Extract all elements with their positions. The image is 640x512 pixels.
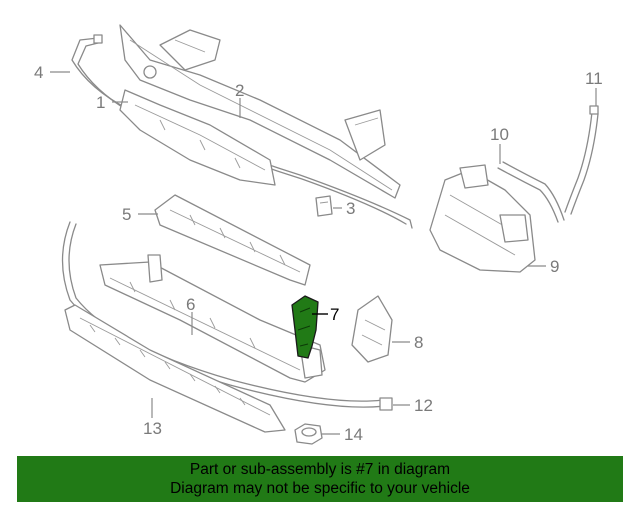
part-3-clip: [315, 195, 333, 217]
part-10-seal: [497, 161, 565, 223]
disclaimer-banner: Part or sub-assembly is #7 in diagram Di…: [17, 456, 623, 502]
part-14-cap: [294, 423, 323, 445]
callout-5: 5: [122, 205, 131, 224]
parts-diagram: 1 2 3 4 5 6 7 8 9 10 11 12 13 14: [34, 24, 603, 445]
part-9-bracket-assembly: [429, 164, 536, 273]
part-2-reinforcement-beam: [119, 24, 401, 199]
callout-9: 9: [550, 257, 559, 276]
callout-3: 3: [346, 199, 355, 218]
callout-11: 11: [585, 69, 603, 88]
callout-14: 14: [344, 425, 363, 444]
part-13-lower-trim: [64, 304, 286, 433]
callout-12: 12: [414, 396, 433, 415]
disclaimer-line-2: Diagram may not be specific to your vehi…: [170, 480, 470, 497]
callout-8: 8: [414, 333, 423, 352]
part-1-energy-absorber: [119, 89, 276, 186]
part-11-bracket-strip: [564, 105, 599, 215]
callout-7: 7: [330, 305, 339, 324]
callout-6: 6: [186, 295, 195, 314]
part-8-bracket: [351, 295, 393, 363]
callout-1: 1: [96, 93, 105, 112]
part-5-lower-deflector: [154, 194, 311, 286]
disclaimer-line-1: Part or sub-assembly is #7 in diagram: [189, 461, 451, 478]
part-7-highlighted-bracket: [291, 295, 319, 359]
callout-13: 13: [143, 419, 162, 438]
callout-4: 4: [34, 63, 43, 82]
callout-2: 2: [235, 81, 244, 100]
callout-10: 10: [490, 125, 509, 144]
